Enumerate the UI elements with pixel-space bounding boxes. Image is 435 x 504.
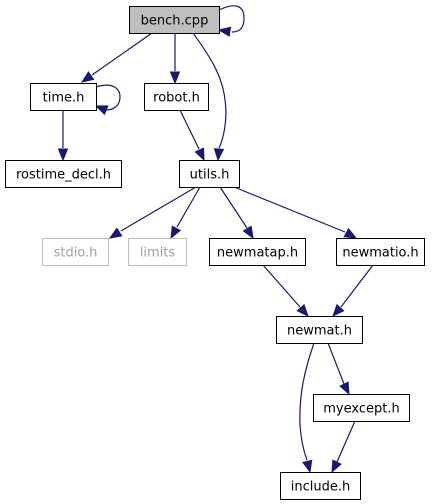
edge-robot-h-to-utils-h [179, 109, 205, 162]
edge-line [176, 186, 201, 228]
edge-bench-cpp-to-bench-cpp [217, 5, 245, 37]
node-label: newmatio.h [342, 246, 418, 261]
node-label: newmatap.h [217, 246, 298, 261]
node-box[interactable] [30, 83, 97, 111]
node-box[interactable] [209, 238, 306, 266]
arrowhead-icon [213, 148, 225, 162]
edge-line [218, 5, 245, 33]
node-label: utils.h [190, 168, 230, 183]
node-label: rostime_decl.h [16, 168, 111, 183]
edge-bench-cpp-to-utils-h [192, 32, 227, 162]
edge-line [262, 264, 301, 308]
edge-utils-h-to-stdio-h [108, 186, 197, 239]
node-time-h[interactable]: time.h [30, 83, 97, 111]
edge-line [340, 264, 374, 308]
node-label: myexcept.h [323, 402, 399, 417]
edge-time-h-to-time-h [94, 84, 121, 116]
node-box[interactable] [276, 316, 363, 344]
node-label: newmat.h [287, 324, 352, 339]
node-robot-h[interactable]: robot.h [144, 83, 209, 111]
edge-utils-h-to-newmatap-h [219, 186, 254, 240]
edges-layer [57, 5, 374, 474]
edge-bench-cpp-to-time-h [80, 32, 153, 83]
node-stdio-h: stdio.h [42, 238, 109, 266]
edge-time-h-to-rostime-decl-h [57, 110, 69, 162]
node-label: bench.cpp [141, 14, 209, 29]
node-box[interactable] [336, 238, 425, 266]
node-limits: limits [128, 238, 187, 266]
node-include-h[interactable]: include.h [280, 472, 361, 500]
node-newmat-h[interactable]: newmat.h [276, 316, 363, 344]
arrowhead-icon [331, 459, 342, 474]
node-label: limits [140, 246, 176, 261]
node-box[interactable] [5, 160, 122, 188]
edge-line [91, 32, 153, 76]
node-label: time.h [43, 91, 85, 106]
arrowhead-icon [339, 381, 350, 396]
edge-utils-h-to-newmatio-h [233, 186, 358, 239]
node-newmatap-h[interactable]: newmatap.h [209, 238, 306, 266]
nodes-layer: bench.cpp time.h robot.h rostime_decl.h util… [5, 6, 425, 500]
arrowhead-icon [169, 71, 181, 85]
edge-newmat-h-to-include-h [299, 342, 315, 474]
node-label: robot.h [153, 91, 200, 106]
node-bench-cpp[interactable]: bench.cpp [129, 6, 220, 34]
edge-newmatap-h-to-newmat-h [262, 264, 309, 317]
node-myexcept-h[interactable]: myexcept.h [313, 394, 410, 422]
edge-line [219, 186, 248, 229]
edge-line [327, 342, 345, 385]
arrowhead-icon [296, 303, 309, 317]
node-label: stdio.h [54, 246, 98, 261]
node-box[interactable] [179, 160, 240, 188]
edge-newmat-h-to-myexcept-h [327, 342, 350, 396]
edge-myexcept-h-to-include-h [331, 420, 356, 474]
arrowhead-icon [80, 71, 95, 83]
edge-line [95, 84, 121, 111]
arrowhead-icon [194, 147, 205, 162]
edge-line [336, 420, 356, 463]
node-label: include.h [291, 480, 350, 495]
node-box[interactable] [313, 394, 410, 422]
edge-line [120, 186, 197, 232]
node-box[interactable] [144, 83, 209, 111]
edge-line [179, 109, 200, 150]
arrowhead-icon [94, 105, 109, 116]
node-newmatio-h[interactable]: newmatio.h [336, 238, 425, 266]
arrowhead-icon [302, 459, 313, 474]
arrowhead-icon [242, 225, 254, 240]
arrowhead-icon [108, 227, 123, 239]
edge-line [233, 186, 346, 233]
edge-newmatio-h-to-newmat-h [332, 264, 374, 317]
node-utils-h[interactable]: utils.h [179, 160, 240, 188]
edge-bench-cpp-to-robot-h [169, 33, 181, 85]
edge-line [192, 32, 227, 149]
node-box [128, 238, 187, 266]
arrowhead-icon [343, 227, 358, 239]
arrowhead-icon [170, 225, 182, 240]
node-box [42, 238, 109, 266]
node-box[interactable] [129, 6, 220, 34]
arrowhead-icon [57, 148, 69, 162]
node-rostime-decl-h[interactable]: rostime_decl.h [5, 160, 122, 188]
edge-line [299, 342, 315, 461]
arrowhead-icon [217, 26, 232, 37]
edge-utils-h-to-limits [170, 186, 201, 240]
arrowhead-icon [332, 303, 345, 317]
node-box[interactable] [280, 472, 361, 500]
